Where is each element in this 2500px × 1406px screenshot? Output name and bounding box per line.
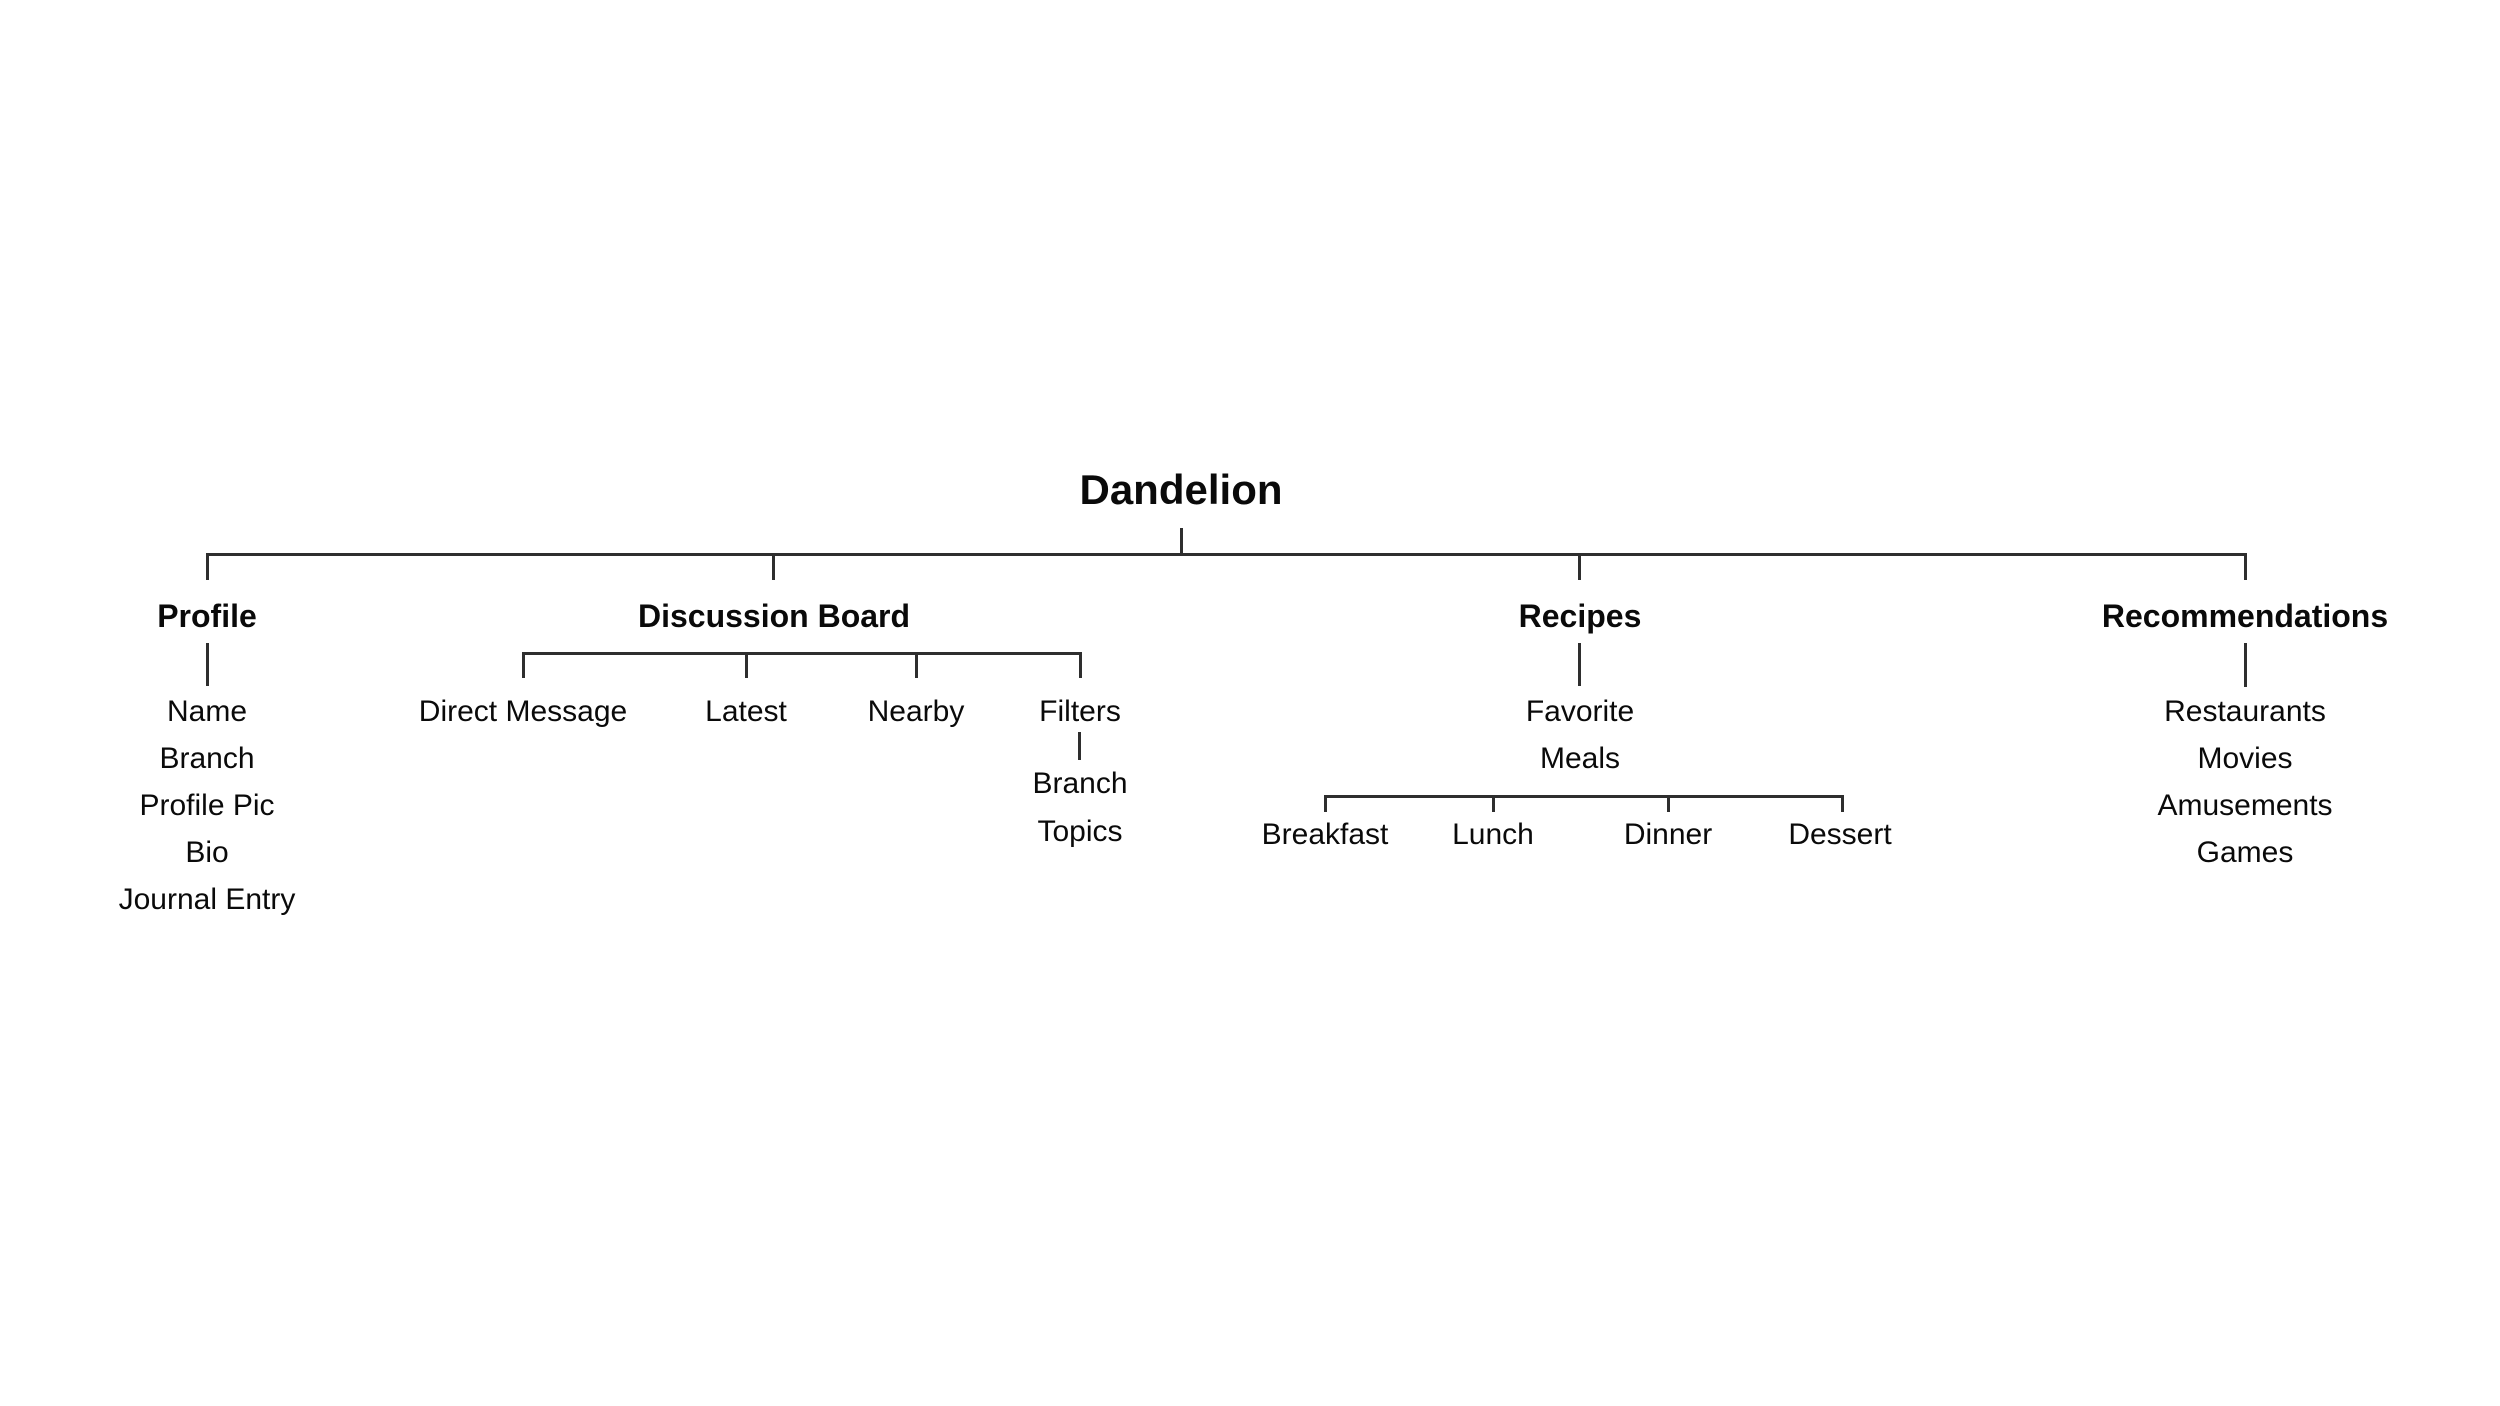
favorite-meals-node: Favorite Meals <box>1526 688 1634 782</box>
recommendations-children-list: Restaurants Movies Amusements Games <box>2157 688 2332 876</box>
node-branch: Branch <box>159 742 255 775</box>
node-direct-message: Direct Message <box>418 695 628 728</box>
connector-discussion-bracket <box>522 652 1082 655</box>
node-dandelion: Dandelion <box>1079 466 1283 513</box>
node-breakfast: Breakfast <box>1261 818 1389 851</box>
connector-meals-bracket <box>1324 795 1844 798</box>
node-bio: Bio <box>185 836 229 869</box>
node-filters-branch: Branch <box>1032 767 1128 800</box>
node-filters: Filters <box>1039 695 1121 728</box>
node-restaurants: Restaurants <box>2164 695 2326 728</box>
connector-discussion-drop-latest <box>745 652 748 678</box>
node-discussion-board: Discussion Board <box>637 598 911 634</box>
node-latest: Latest <box>705 695 787 728</box>
node-profile: Profile <box>157 598 257 634</box>
connector-meals-drop-dessert <box>1841 795 1844 812</box>
node-dinner: Dinner <box>1623 818 1713 851</box>
connector-main-drop-recipes <box>1578 553 1581 580</box>
connector-root-stem <box>1180 528 1183 555</box>
connector-meals-drop-lunch <box>1492 795 1495 812</box>
profile-children-list: Name Branch Profile Pic Bio Journal Entr… <box>119 688 296 923</box>
connector-main-drop-recommendations <box>2244 553 2247 580</box>
node-nearby: Nearby <box>867 695 965 728</box>
connector-recipes-stem <box>1578 643 1581 686</box>
filters-children-list: Branch Topics <box>1032 760 1127 856</box>
connector-main-drop-profile <box>206 553 209 580</box>
connector-main-horizontal <box>206 553 2247 556</box>
connector-meals-drop-breakfast <box>1324 795 1327 812</box>
connector-filters-stem <box>1078 732 1081 760</box>
node-games: Games <box>2196 836 2294 869</box>
node-recipes: Recipes <box>1518 598 1642 634</box>
node-name: Name <box>166 695 248 728</box>
connector-meals-drop-dinner <box>1667 795 1670 812</box>
node-recommendations: Recommendations <box>2101 598 2389 634</box>
connector-main-drop-discussion-board <box>772 553 775 580</box>
connector-profile-stem <box>206 643 209 686</box>
connector-recommendations-stem <box>2244 643 2247 687</box>
node-favorite-meals-line2: Meals <box>1539 742 1621 775</box>
node-lunch: Lunch <box>1452 818 1534 851</box>
connector-discussion-drop-direct-message <box>522 652 525 678</box>
node-dessert: Dessert <box>1788 818 1892 851</box>
node-journal-entry: Journal Entry <box>118 883 296 916</box>
node-filters-topics: Topics <box>1037 815 1123 848</box>
node-favorite-meals-line1: Favorite <box>1525 695 1635 728</box>
node-profile-pic: Profile Pic <box>139 789 275 822</box>
connector-discussion-drop-nearby <box>915 652 918 678</box>
node-amusements: Amusements <box>2157 789 2333 822</box>
node-movies: Movies <box>2197 742 2293 775</box>
connector-discussion-drop-filters <box>1079 652 1082 678</box>
